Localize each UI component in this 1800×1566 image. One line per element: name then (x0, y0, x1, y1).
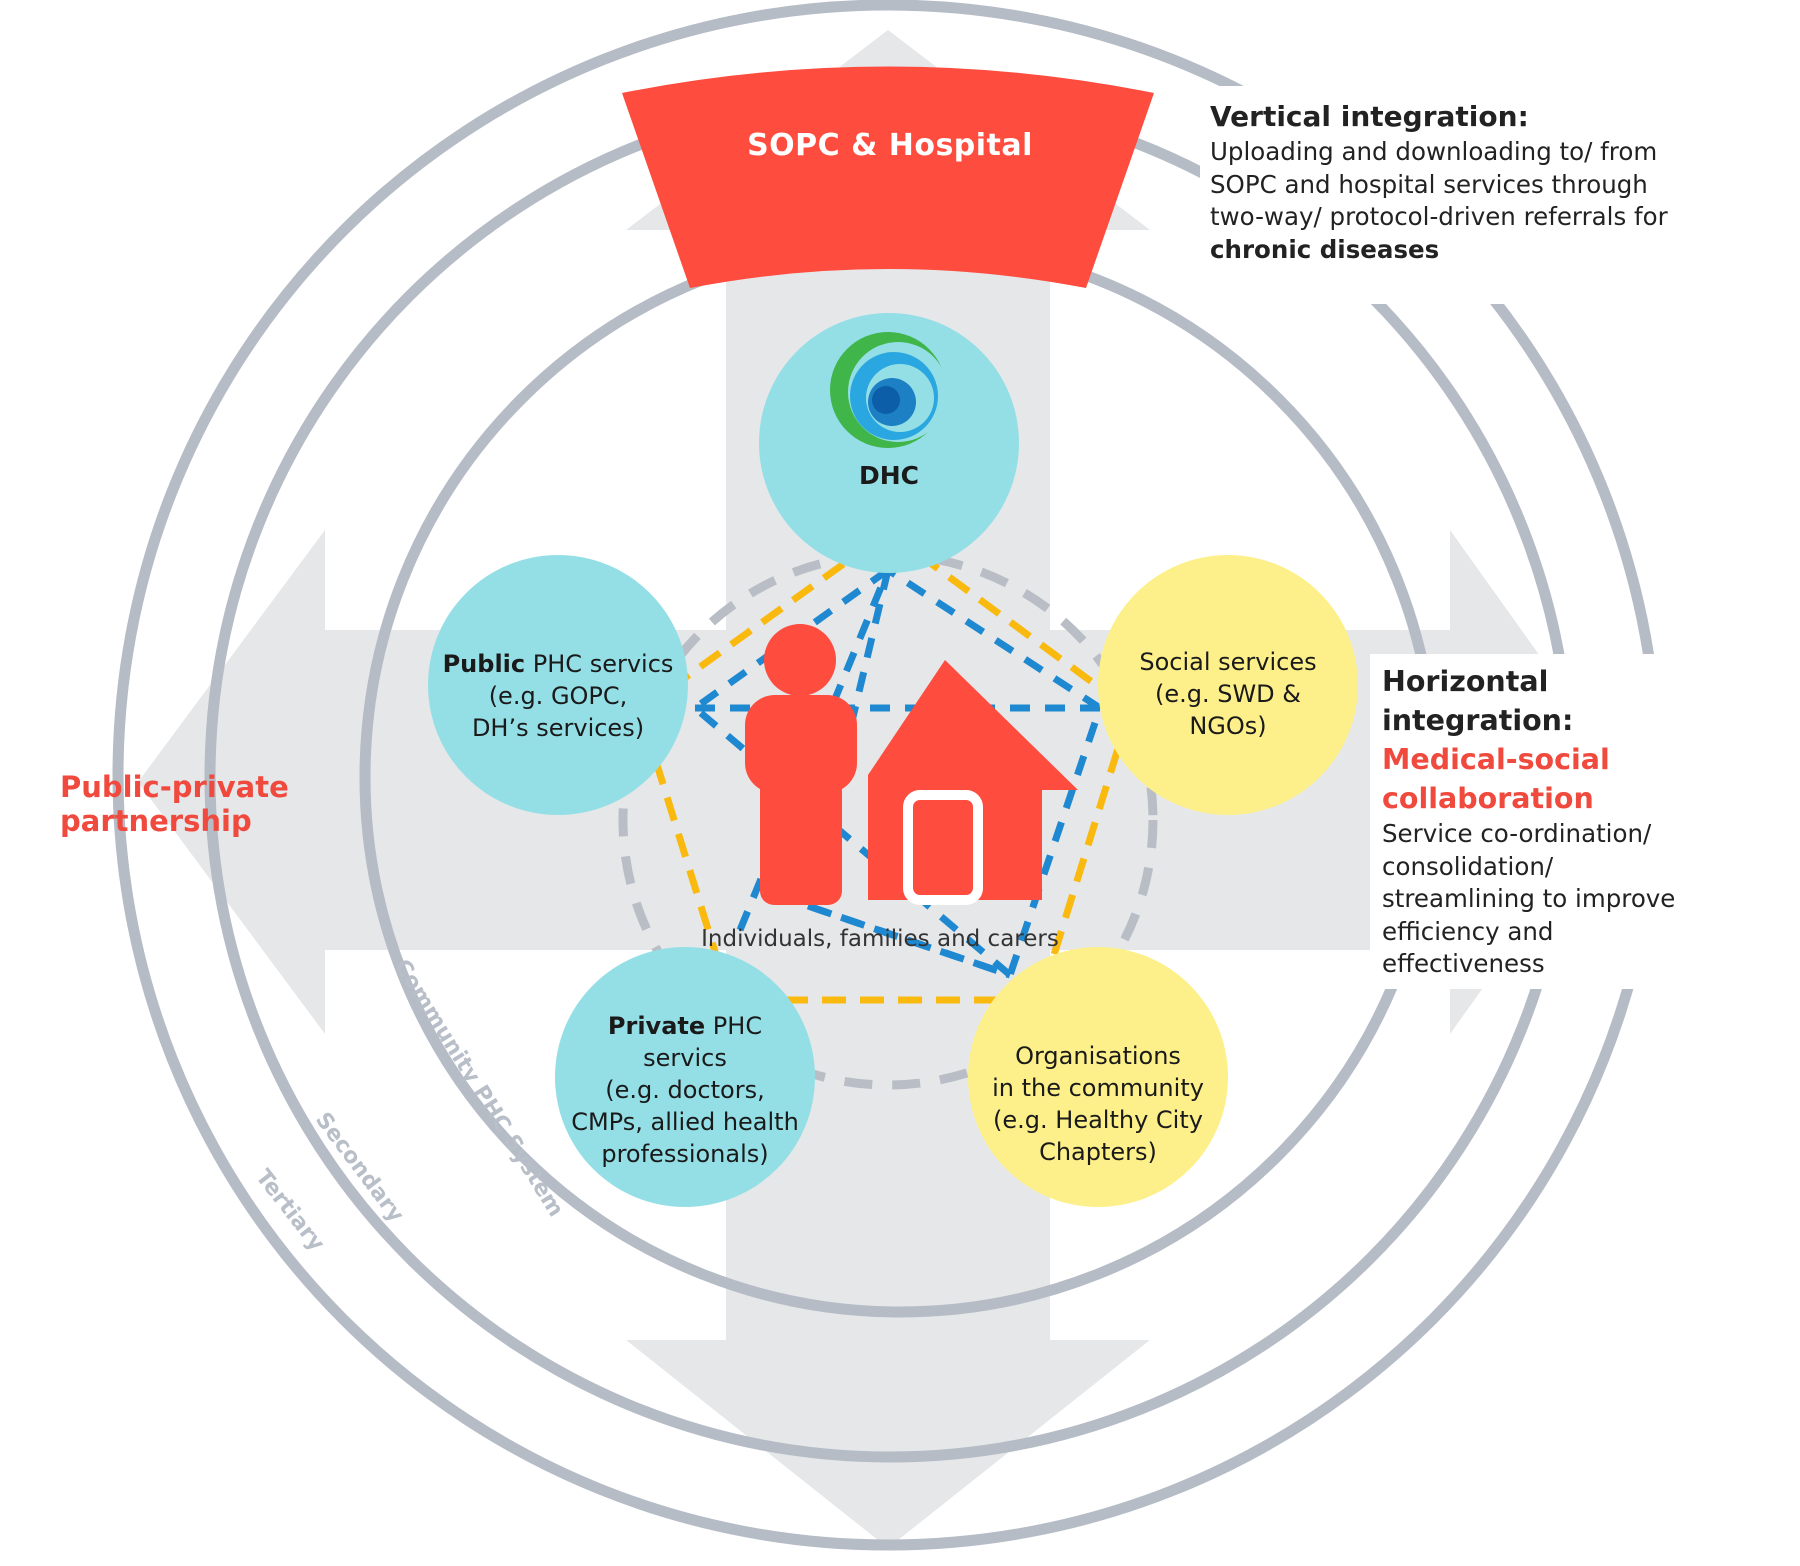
private-line2: servics (643, 1044, 727, 1072)
public-line2: (e.g. GOPC, (488, 682, 628, 710)
dhc-logo-icon (830, 332, 948, 448)
private-bold: Private (607, 1012, 706, 1040)
community-line3: (e.g. Healthy City (993, 1106, 1203, 1134)
vertical-text-backdrop (1200, 86, 1680, 304)
sopc-hospital-label: SOPC & Hospital (747, 128, 1033, 163)
private-phc-label: Private PHC servics (e.g. doctors, CMPs,… (557, 1010, 813, 1170)
vertical-integration-text: Vertical integration: Uploading and down… (1210, 98, 1680, 266)
public-phc-circle (428, 555, 688, 815)
horizontal-title: Horizontal integration: (1382, 665, 1574, 737)
vertical-title: Vertical integration: (1210, 100, 1529, 133)
community-line2: in the community (992, 1074, 1204, 1102)
community-organisations-circle (968, 947, 1228, 1207)
horizontal-text-backdrop (1370, 654, 1710, 989)
community-organisations-label: Organisations in the community (e.g. Hea… (970, 1040, 1226, 1168)
community-line4: Chapters) (1039, 1138, 1157, 1166)
dhc-label: DHC (858, 461, 920, 490)
private-line5: professionals) (601, 1140, 769, 1168)
social-line2: (e.g. SWD & (1154, 680, 1302, 708)
public-bold: Public (442, 650, 526, 678)
house-icon (868, 660, 1078, 905)
horizontal-integration-text: Horizontal integration: Medical-social c… (1382, 662, 1702, 981)
vertical-body: Uploading and downloading to/ from SOPC … (1210, 137, 1668, 231)
community-line1: Organisations (1015, 1042, 1181, 1070)
social-services-label: Social services (e.g. SWD & NGOs) (1100, 646, 1356, 742)
horizontal-body: Service co-ordination/ consolidation/ st… (1382, 819, 1676, 978)
private-line4: CMPs, allied health (571, 1108, 799, 1136)
ppp-label: Public-private partnership (60, 770, 289, 838)
person-icon (745, 624, 857, 905)
individuals-label: Individuals, families and carers (701, 926, 1059, 952)
vertical-bold-tail: chronic diseases (1210, 234, 1440, 264)
public-phc-label: Public PHC servics (e.g. GOPC, DH’s serv… (430, 648, 686, 744)
private-rest: PHC (712, 1012, 763, 1040)
private-line3: (e.g. doctors, (605, 1076, 765, 1104)
sopc-hospital-band (622, 66, 1154, 288)
social-line1: Social services (1139, 648, 1317, 676)
social-services-circle (1098, 555, 1358, 815)
public-rest: PHC servics (532, 650, 674, 678)
horizontal-highlight: Medical-social collaboration (1382, 743, 1610, 815)
public-line3: DH’s services) (471, 714, 645, 742)
private-phc-circle (555, 947, 815, 1207)
social-line3: NGOs) (1189, 712, 1267, 740)
